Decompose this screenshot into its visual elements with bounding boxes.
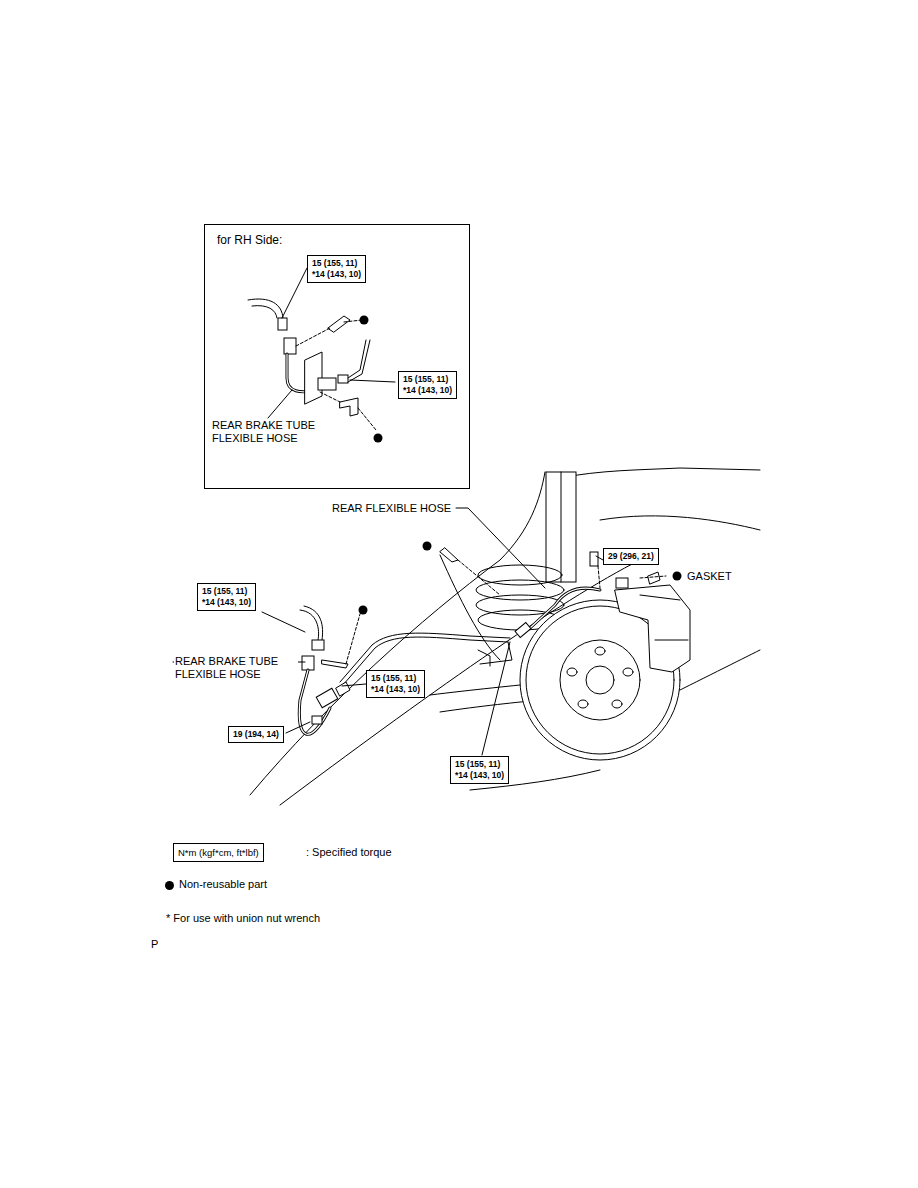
inset-frame: for RH Side:15 (155, 11)*14 (143, 10)15 … [204, 224, 470, 489]
torque-value: 15 (155, 11) [371, 673, 420, 684]
torque-value: *14 (143, 10) [455, 770, 504, 781]
torque-box: 15 (155, 11)*14 (143, 10) [366, 670, 425, 698]
torque-box: 19 (194, 14) [228, 726, 284, 743]
torque-value: *14 (143, 10) [202, 597, 251, 608]
torque-value: 19 (194, 14) [233, 729, 279, 740]
torque-value: 15 (155, 11) [403, 374, 452, 385]
torque-box: 15 (155, 11)*14 (143, 10) [450, 756, 509, 784]
page-mark: P [150, 938, 159, 951]
part-label: REAR BRAKE TUBE FLEXIBLE HOSE [211, 419, 325, 445]
torque-value: 15 (155, 11) [202, 586, 251, 597]
inset-title: for RH Side: [217, 233, 282, 247]
legend-text: Non-reusable part [178, 878, 268, 891]
part-label: REAR BRAKE TUBE FLEXIBLE HOSE [174, 655, 298, 681]
torque-value: 15 (155, 11) [455, 759, 504, 770]
torque-value: N*m (kgf*cm, ft*lbf) [178, 847, 259, 858]
legend-dot [165, 881, 174, 890]
note-text: * For use with union nut wrench [165, 912, 321, 925]
part-label: GASKET [686, 570, 733, 583]
torque-value: 15 (155, 11) [312, 258, 361, 269]
legend-text: : Specified torque [305, 846, 393, 859]
torque-value: *14 (143, 10) [312, 269, 361, 280]
torque-box: 15 (155, 11)*14 (143, 10) [197, 583, 256, 611]
torque-value: *14 (143, 10) [371, 684, 420, 695]
torque-box: 15 (155, 11)*14 (143, 10) [307, 255, 366, 283]
torque-box: 29 (296, 21) [603, 548, 659, 565]
torque-value: *14 (143, 10) [403, 385, 452, 396]
torque-box: 15 (155, 11)*14 (143, 10) [398, 371, 457, 399]
legend-torque-box: N*m (kgf*cm, ft*lbf) [173, 843, 264, 862]
torque-value: 29 (296, 21) [608, 551, 654, 562]
part-label: REAR FLEXIBLE HOSE [331, 502, 452, 515]
